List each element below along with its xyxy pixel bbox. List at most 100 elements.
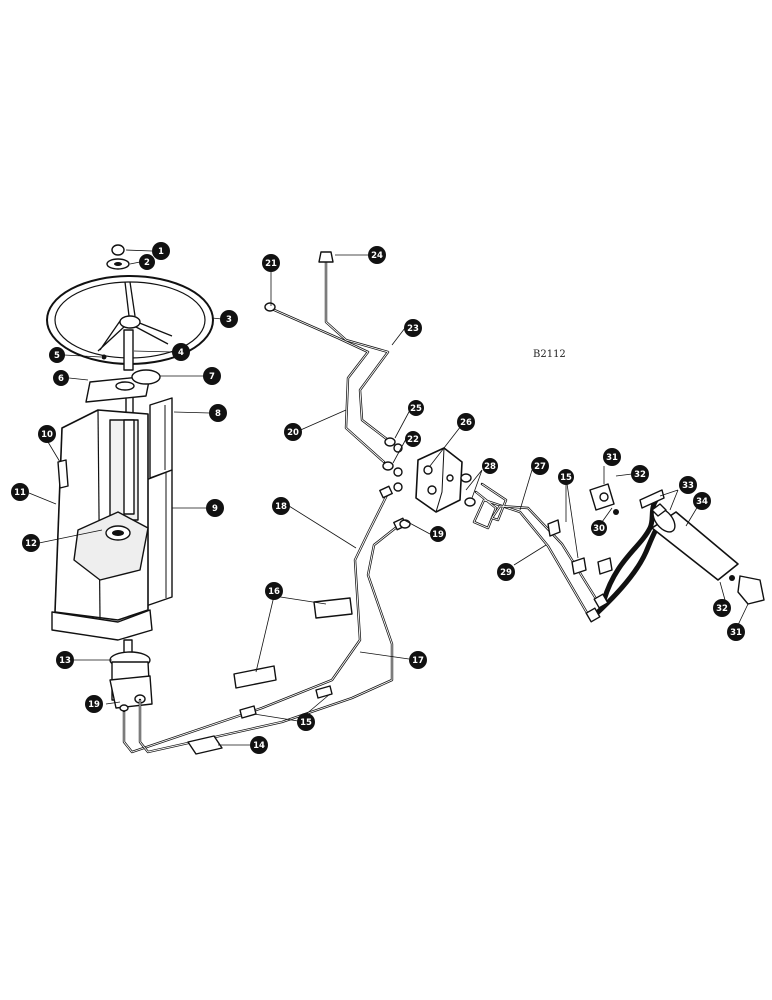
callout-19-upper: 19 (430, 526, 446, 542)
callout-21-label: 21 (265, 259, 277, 269)
callout-22: 22 (405, 431, 421, 447)
callout-31-lower-label: 31 (730, 628, 742, 638)
mounting-bolt (57, 459, 69, 489)
tube-clip (239, 705, 257, 719)
callout-33-label: 33 (682, 481, 694, 491)
callout-31-upper: 31 (603, 448, 621, 466)
callout-4-label: 4 (178, 348, 184, 358)
callout-31-lower: 31 (727, 623, 745, 641)
callout-14: 14 (250, 736, 268, 754)
drawing-reference: B2112 (533, 349, 566, 360)
callout-15-right: 15 (558, 469, 574, 485)
callout-32-lower-label: 32 (716, 604, 728, 614)
callout-8-label: 8 (215, 409, 221, 419)
callout-12-label: 12 (25, 539, 37, 549)
callout-29-label: 29 (500, 568, 512, 578)
fitting-19 (399, 519, 411, 529)
tube-27 (480, 482, 600, 604)
hoses-and-cylinder (585, 483, 765, 623)
callout-8: 8 (209, 404, 227, 422)
callout-34: 34 (693, 492, 711, 510)
callout-12: 12 (22, 534, 40, 552)
steering-pedestal (51, 397, 173, 641)
callout-2-label: 2 (144, 258, 150, 268)
elbow-fitting-24 (318, 251, 334, 263)
callout-27-label: 27 (534, 462, 546, 472)
callout-20-label: 20 (287, 428, 299, 438)
callout-24-label: 24 (371, 251, 383, 261)
callout-30-label: 30 (593, 524, 605, 534)
callout-13-label: 13 (59, 656, 71, 666)
callout-9: 9 (206, 499, 224, 517)
callout-3: 3 (220, 310, 238, 328)
callout-28: 28 (482, 458, 498, 474)
callout-10: 10 (38, 425, 56, 443)
callout-15-left: 15 (297, 713, 315, 731)
clamp-plate-lower (233, 665, 277, 689)
valve-fitting-lower (464, 497, 476, 507)
callout-23: 23 (404, 319, 422, 337)
callout-16: 16 (265, 582, 283, 600)
hose-upper (601, 493, 663, 603)
callout-3-label: 3 (226, 315, 232, 325)
steering-pump (109, 639, 153, 712)
callout-5-label: 5 (54, 351, 60, 361)
wheel-nut (111, 244, 125, 256)
callout-11-label: 11 (14, 488, 26, 498)
callout-17: 17 (409, 651, 427, 669)
callout-26: 26 (457, 413, 475, 431)
clamp-plate-upper (313, 597, 353, 619)
steering-shaft (123, 329, 134, 371)
callout-17-label: 17 (412, 656, 424, 666)
callout-9-label: 9 (212, 504, 218, 514)
callout-1: 1 (152, 242, 170, 260)
callout-25: 25 (408, 400, 424, 416)
callout-29: 29 (497, 563, 515, 581)
callout-19-upper-label: 19 (432, 530, 444, 540)
callout-28-label: 28 (484, 462, 496, 472)
callout-13: 13 (56, 651, 74, 669)
cylinder-lines (472, 482, 613, 620)
wheel-hub (119, 315, 141, 329)
callout-7: 7 (203, 367, 221, 385)
tube-fitting-21 (264, 302, 276, 312)
rear-cover-lower (145, 469, 173, 607)
callout-34-label: 34 (696, 497, 708, 507)
pressure-return-lines (122, 485, 407, 755)
callout-4: 4 (172, 343, 190, 361)
tube-clip-right (547, 519, 561, 537)
callout-33: 33 (679, 476, 697, 494)
callout-6-label: 6 (58, 374, 64, 384)
gasket-ring (131, 369, 161, 385)
callout-20: 20 (284, 423, 302, 441)
callout-5: 5 (49, 347, 65, 363)
callout-11: 11 (11, 483, 29, 501)
fitting-22 (382, 461, 394, 471)
callout-6: 6 (53, 370, 69, 386)
callout-19-lower: 19 (85, 695, 103, 713)
callout-2: 2 (139, 254, 155, 270)
callout-22-label: 22 (407, 435, 419, 445)
callout-10-label: 10 (41, 430, 53, 440)
column-cutaway (73, 511, 149, 581)
key (101, 354, 107, 360)
upper-steering-lines (264, 251, 403, 477)
callout-16-label: 16 (268, 587, 280, 597)
rear-cover-upper (149, 397, 173, 479)
fitting-25 (384, 437, 396, 447)
callout-1-label: 1 (158, 247, 164, 257)
callout-26-label: 26 (460, 418, 472, 428)
callout-27: 27 (531, 457, 549, 475)
callout-31-upper-label: 31 (606, 453, 618, 463)
callout-7-label: 7 (209, 372, 215, 382)
callout-32-lower: 32 (713, 599, 731, 617)
callout-15-right-label: 15 (560, 473, 572, 483)
pedestal-base (51, 609, 153, 641)
callout-15-left-label: 15 (300, 718, 312, 728)
callout-24: 24 (368, 246, 386, 264)
ball-joint (737, 575, 765, 605)
rod-end (651, 503, 667, 517)
tube-23 (324, 258, 390, 442)
callout-21: 21 (262, 254, 280, 272)
